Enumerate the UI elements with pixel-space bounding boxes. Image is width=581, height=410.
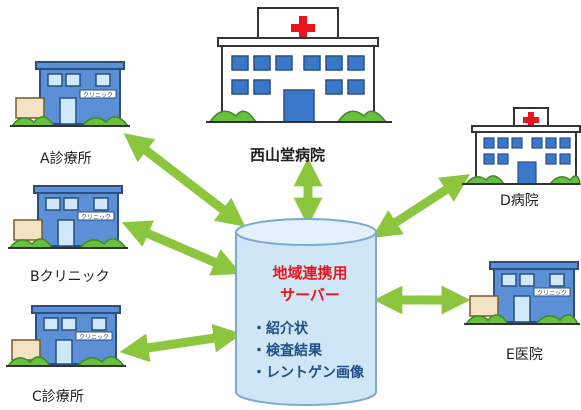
clinic-b-label: Bクリニック [30,269,110,285]
arrow-hospital-d-server [371,174,471,238]
clinic-c-label: C診療所 [32,389,84,405]
arrow-clinic-a-server [123,133,246,227]
server-cylinder [235,218,377,406]
connection-arrows [119,133,471,363]
clinic-e-sign: クリニック [537,290,567,297]
hospital-d-label: D病院 [500,193,539,209]
clinic-c-building: クリニック [6,305,126,367]
server-title-line2: サーバー [280,286,340,304]
clinic-b-sign: クリニック [81,214,111,221]
clinic-a-sign: クリニック [83,92,113,99]
saizando-hospital-building [206,7,392,123]
server-title-line1: 地域連携用 [272,264,348,282]
hospital-d-building [462,107,581,185]
server-item-referral-letter: ・紹介状 [252,321,308,337]
arrow-clinic-c-server [119,323,243,363]
clinic-b-building: クリニック [8,185,128,249]
clinic-a-building: クリニック [10,61,130,127]
clinic-e-label: E医院 [506,347,543,363]
server-item-test-results: ・検査結果 [252,343,322,359]
clinic-e-building: クリニック [464,261,580,325]
clinic-a-label: A診療所 [40,151,92,167]
saizando-hospital-label: 西山堂病院 [250,146,326,164]
clinic-c-sign: クリニック [79,334,109,341]
server-item-xray-images: ・レントゲン画像 [252,365,364,381]
arrow-clinic-b-server [121,220,242,276]
